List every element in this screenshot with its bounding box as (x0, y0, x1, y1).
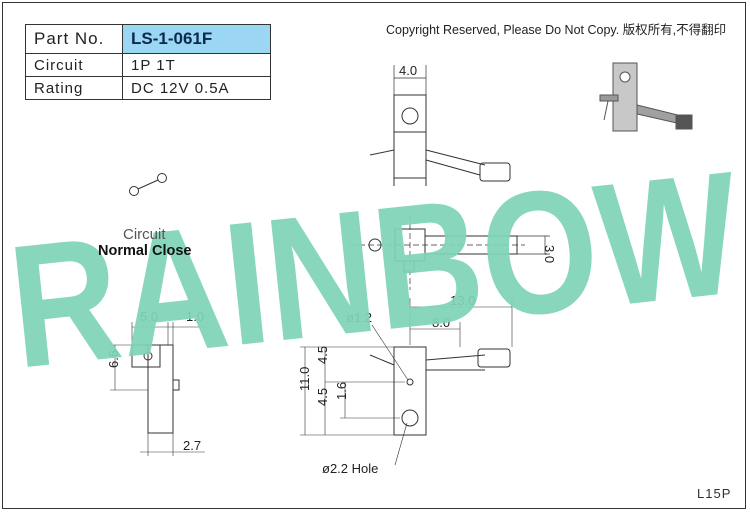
circuit-title: Circuit (123, 226, 166, 243)
rating-value: DC 12V 0.5A (122, 76, 271, 100)
dim-left-bottom: 2.7 (183, 438, 201, 453)
drawing-code: L15P (697, 486, 732, 501)
dim-top-width: 4.0 (399, 63, 417, 78)
dim-front-lower: 4.5 (315, 388, 330, 406)
dim-length-partial: 8.0 (432, 315, 450, 330)
dim-left-height: 6.5 (106, 350, 121, 368)
dim-front-upper: 4.5 (315, 346, 330, 364)
dim-length-total: 13.0 (450, 293, 475, 308)
side-view (350, 215, 550, 290)
circuit-symbol (129, 173, 167, 196)
dim-pin-dia: ø1.2 (346, 310, 372, 325)
left-view (110, 322, 210, 456)
front-view (300, 298, 513, 466)
dim-left-gap: 1.0 (186, 309, 204, 324)
dim-hole: ø2.2 Hole (322, 461, 378, 476)
circuit-label: Circuit (25, 53, 123, 77)
watermark-text: RAINBOW (1, 136, 747, 406)
spec-row-circuit: Circuit 1P 1T (25, 53, 271, 77)
dim-left-width: 5.0 (140, 309, 158, 324)
dim-side-height: 3.0 (542, 245, 557, 263)
copyright-notice: Copyright Reserved, Please Do Not Copy. … (386, 23, 727, 37)
top-view (369, 65, 511, 186)
spec-table: Part No. LS-1-061F Circuit 1P 1T Rating … (25, 24, 271, 100)
spec-row-rating: Rating DC 12V 0.5A (25, 76, 271, 100)
dim-front-offset: 1.6 (334, 382, 349, 400)
circuit-type: Normal Close (98, 243, 192, 259)
product-photo (599, 62, 693, 132)
dim-front-height: 11.0 (297, 367, 312, 391)
